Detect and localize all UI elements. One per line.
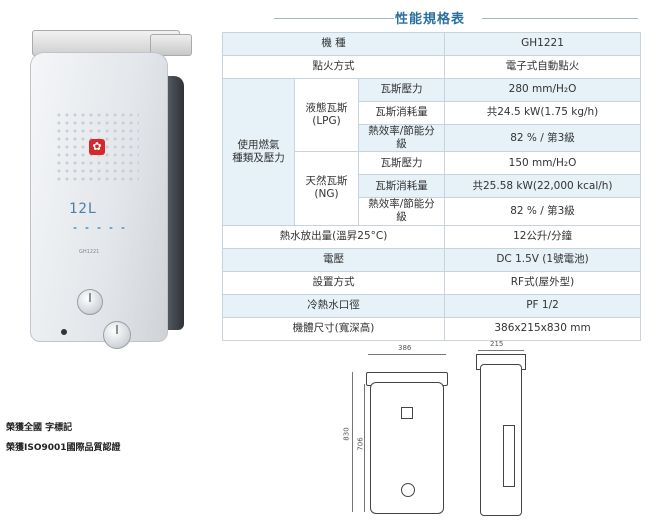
bracket-lip bbox=[150, 34, 192, 56]
output-value: 12公升/分鐘 bbox=[444, 224, 642, 249]
temperature-knob bbox=[77, 289, 103, 315]
spec-table: 機 種 GH1221 點火方式 電子式自動點火 使用燃氣 種類及壓力 液態瓦斯 … bbox=[221, 32, 642, 341]
voltage-label: 電壓 bbox=[221, 247, 446, 272]
width-rule bbox=[368, 354, 446, 355]
lpg-pressure-label: 瓦斯壓力 bbox=[357, 78, 446, 102]
voltage-value: DC 1.5V (1號電池) bbox=[444, 247, 642, 272]
size-label: 機體尺寸(寬深高) bbox=[221, 316, 446, 341]
table-row: 天然瓦斯 (NG) 瓦斯壓力 150 mm/H₂O bbox=[223, 151, 642, 226]
table-row: 電壓 DC 1.5V (1號電池) bbox=[221, 247, 642, 272]
power-button bbox=[61, 329, 67, 335]
lpg-consumption-value: 共24.5 kW(1.75 kg/h) bbox=[444, 101, 642, 125]
table-row: 熱水放出量(溫昇25°C) 12公升/分鐘 bbox=[221, 224, 642, 249]
output-label: 熱水放出量(溫昇25°C) bbox=[221, 224, 446, 249]
table-row: 設置方式 RF式(屋外型) bbox=[221, 270, 642, 295]
water-knob bbox=[103, 321, 131, 349]
ng-pressure-value: 150 mm/H₂O bbox=[444, 151, 642, 176]
lpg-efficiency-value: 82 % / 第3級 bbox=[444, 123, 642, 153]
table-row: 使用燃氣 種類及壓力 液態瓦斯 (LPG) 瓦斯壓力 280 mm/H₂O bbox=[222, 77, 642, 226]
table-row: 點火方式 電子式自動點火 bbox=[221, 55, 642, 79]
depth-rule bbox=[478, 350, 524, 351]
heater-model-label: GH1221 bbox=[79, 249, 100, 255]
table-row: 冷熱水口徑 PF 1/2 bbox=[221, 293, 642, 318]
side-view-inner-panel bbox=[503, 425, 515, 487]
table-row: 機 種 GH1221 bbox=[221, 32, 642, 56]
height-dimension: 830 bbox=[342, 427, 351, 441]
ng-consumption-value: 共25.58 kW(22,000 kcal/h) bbox=[444, 174, 642, 199]
certification-line: 榮獲全國 字標記 bbox=[6, 423, 73, 433]
lpg-consumption-label: 瓦斯消耗量 bbox=[357, 101, 446, 125]
spec-title: 性能規格表 bbox=[394, 12, 465, 27]
table-row: 瓦斯消耗量 共24.5 kW(1.75 kg/h) bbox=[223, 101, 642, 125]
inner-height-rule bbox=[364, 384, 365, 512]
spec-title-row: 性能規格表 bbox=[220, 8, 640, 28]
table-row: 熱效率/節能分級 82 % / 第3級 bbox=[223, 123, 642, 153]
ng-label: 天然瓦斯 (NG) bbox=[294, 151, 359, 226]
install-value: RF式(屋外型) bbox=[444, 270, 642, 295]
table-row: 機體尺寸(寬深高) 386x215x830 mm bbox=[221, 316, 642, 341]
ng-efficiency-label: 熱效率/節能分級 bbox=[357, 197, 446, 226]
width-dimension: 386 bbox=[398, 344, 412, 352]
water-heater-image: ✿ 12L GH1221 bbox=[30, 30, 192, 349]
dimension-drawing: 386 215 830 706 bbox=[340, 340, 540, 520]
pipe-value: PF 1/2 bbox=[444, 293, 642, 318]
front-view-outline bbox=[370, 382, 444, 514]
ignition-value: 電子式自動點火 bbox=[444, 55, 642, 79]
height-rule bbox=[352, 372, 353, 512]
brand-logo-icon: ✿ bbox=[89, 139, 105, 155]
capacity-label: 12L bbox=[69, 201, 98, 217]
install-label: 設置方式 bbox=[221, 270, 446, 295]
heater-display: 12L bbox=[69, 201, 131, 241]
model-label: 機 種 bbox=[221, 32, 446, 56]
gas-group-label: 使用燃氣 種類及壓力 bbox=[222, 78, 295, 226]
size-value: 386x215x830 mm bbox=[444, 316, 642, 341]
ng-efficiency-value: 82 % / 第3級 bbox=[444, 197, 642, 226]
status-leds bbox=[69, 225, 131, 231]
front-view-knob bbox=[401, 483, 415, 497]
front-view-logo-icon bbox=[401, 407, 413, 419]
depth-dimension: 215 bbox=[490, 340, 504, 348]
certification-line: 榮獲ISO9001國際品質認證 bbox=[6, 443, 121, 453]
table-row: 瓦斯消耗量 共25.58 kW(22,000 kcal/h) bbox=[223, 174, 642, 199]
side-view-outline bbox=[480, 364, 522, 516]
lpg-efficiency-label: 熱效率/節能分級 bbox=[357, 123, 446, 153]
ng-pressure-label: 瓦斯壓力 bbox=[357, 151, 446, 176]
lpg-pressure-value: 280 mm/H₂O bbox=[444, 78, 642, 102]
heater-body: ✿ 12L GH1221 bbox=[30, 52, 168, 349]
ignition-label: 點火方式 bbox=[221, 55, 446, 79]
lpg-label: 液態瓦斯 (LPG) bbox=[294, 77, 359, 153]
title-line-right bbox=[482, 18, 638, 19]
ng-consumption-label: 瓦斯消耗量 bbox=[357, 174, 446, 199]
model-value: GH1221 bbox=[444, 32, 642, 56]
table-row: 熱效率/節能分級 82 % / 第3級 bbox=[223, 197, 642, 226]
title-line-left bbox=[274, 18, 394, 19]
pipe-label: 冷熱水口徑 bbox=[221, 293, 446, 318]
